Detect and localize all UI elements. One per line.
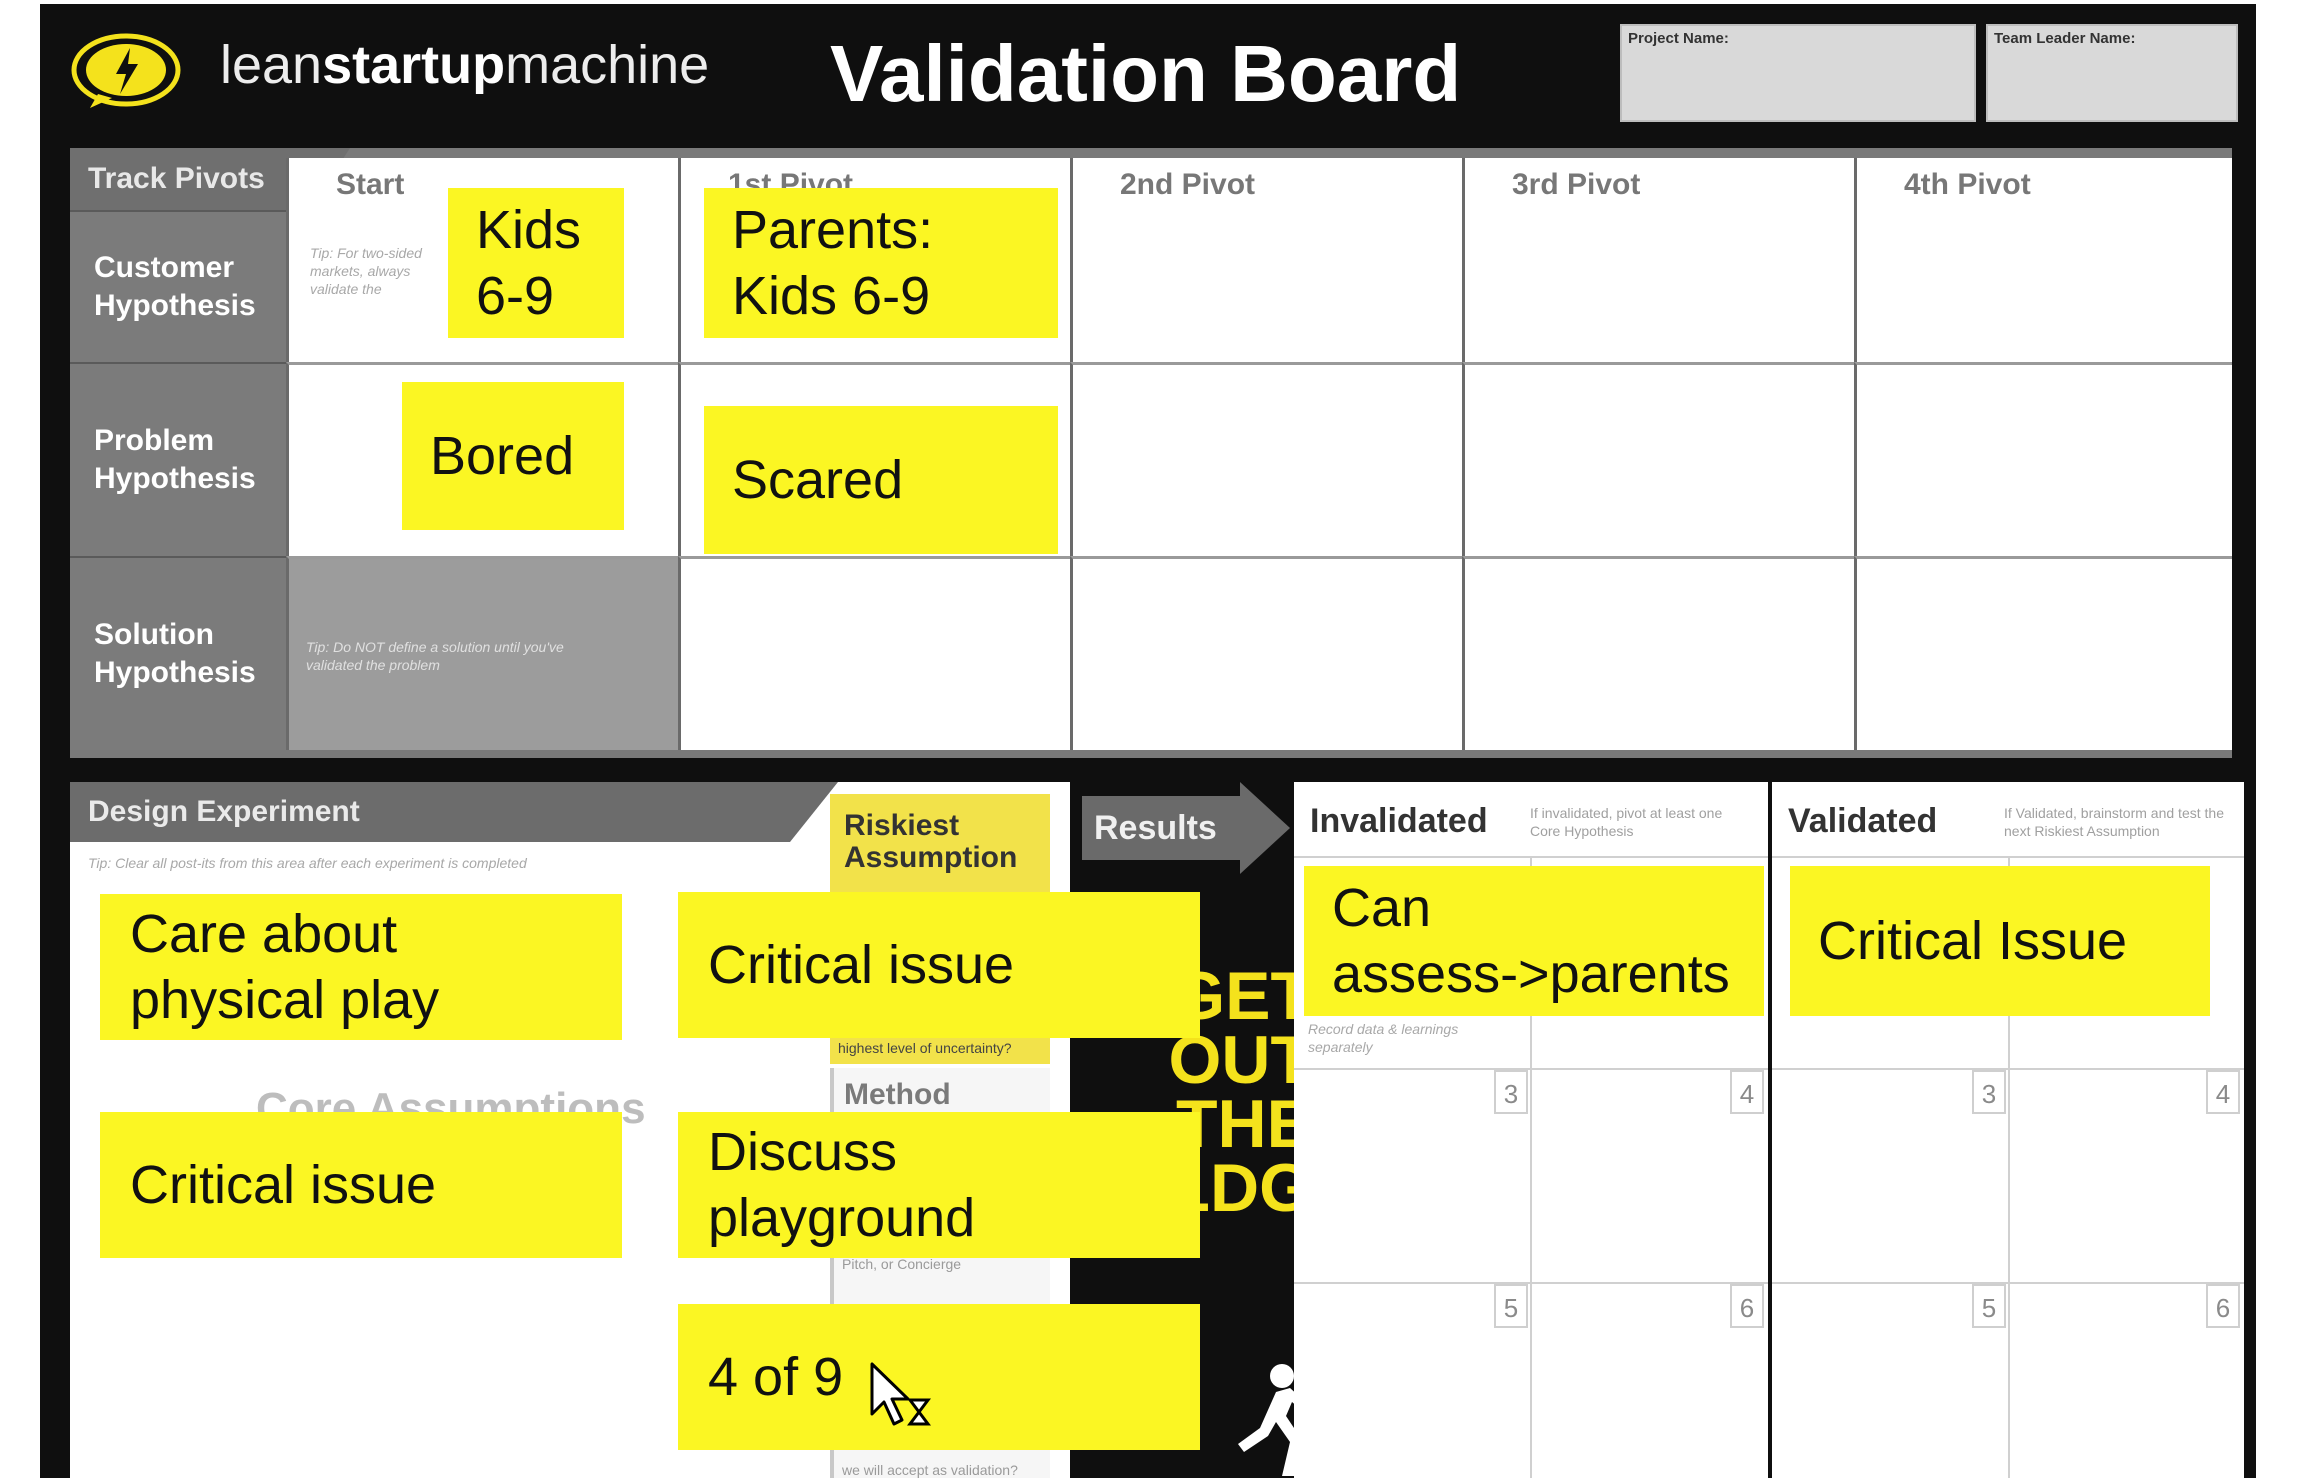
page-title: Validation Board: [830, 29, 1462, 118]
cell-customer-pivot4[interactable]: [1854, 158, 2232, 362]
board-header: leanstartupmachine Validation Board Proj…: [40, 4, 2256, 144]
validated-tip: If Validated, brainstorm and test the ne…: [2004, 805, 2224, 839]
row-solution-hypothesis: Solution Hypothesis: [70, 556, 286, 750]
sticky-can-assess-text: Can assess->parents: [1332, 878, 1730, 1004]
row-customer-hypothesis: Customer Hypothesis: [70, 210, 286, 362]
sticky-can-assess[interactable]: Can assess->parents: [1304, 866, 1764, 1016]
criterion-hint: we will accept as validation?: [842, 1462, 1018, 1478]
track-pivots-grid: Track Pivots Start 1st Pivot 2nd Pivot 3…: [70, 148, 2232, 758]
get-out-of-building-text: GET OUT THE BLDG: [1119, 958, 1312, 1226]
sticky-critical-left-text: Critical issue: [130, 1155, 437, 1215]
record-hint: Record data & learnings separately: [1308, 1021, 1459, 1055]
tip-design: Tip: Clear all post-its from this area a…: [88, 855, 527, 871]
sticky-bored-text: Bored: [430, 426, 575, 486]
results-label: Results: [1082, 796, 1240, 860]
sticky-scared[interactable]: Scared: [704, 406, 1058, 554]
sticky-critical-validated-text: Critical Issue: [1818, 911, 2128, 971]
cell-customer-pivot2[interactable]: [1070, 158, 1462, 362]
sticky-discuss-text: Discuss playground: [708, 1122, 976, 1248]
cell-solution-start[interactable]: [286, 556, 678, 750]
riskiest-assumption-label: Riskiest Assumption: [844, 809, 1018, 874]
cell-problem-pivot3[interactable]: [1462, 362, 1854, 556]
slot-number-3: 3: [1494, 1070, 1528, 1114]
cell-solution-pivot4[interactable]: [1854, 556, 2232, 750]
sticky-progress-text: 4 of 9: [708, 1347, 844, 1407]
brand-part-startup: startup: [322, 35, 506, 95]
slot-number-5: 5: [1972, 1284, 2006, 1328]
grid-line: [2008, 856, 2010, 1478]
brand-part-lean: lean: [220, 35, 323, 95]
team-leader-field[interactable]: Team Leader Name:: [1986, 24, 2238, 122]
slot-number-6: 6: [2206, 1284, 2240, 1328]
tip-solution: Tip: Do NOT define a solution until you'…: [306, 639, 564, 673]
slot-number-4: 4: [1730, 1070, 1764, 1114]
column-pivot4: 4th Pivot: [1904, 168, 2031, 201]
cell-solution-pivot1[interactable]: [678, 556, 1070, 750]
team-leader-label: Team Leader Name:: [1994, 30, 2136, 47]
method-label: Method: [844, 1078, 951, 1111]
column-pivot3: 3rd Pivot: [1512, 168, 1641, 201]
sticky-kids-text: Kids 6-9: [476, 200, 582, 326]
sticky-progress[interactable]: 4 of 9: [678, 1304, 1200, 1450]
slot-number-4: 4: [2206, 1070, 2240, 1114]
sticky-parents-text: Parents: Kids 6-9: [732, 200, 934, 326]
cell-problem-pivot2[interactable]: [1070, 362, 1462, 556]
sticky-critical-issue-validated[interactable]: Critical Issue: [1790, 866, 2210, 1016]
cell-solution-pivot2[interactable]: [1070, 556, 1462, 750]
sticky-kids[interactable]: Kids 6-9: [448, 188, 624, 338]
cell-solution-pivot3[interactable]: [1462, 556, 1854, 750]
sticky-critical-issue-left[interactable]: Critical issue: [100, 1112, 622, 1258]
slot-number-6: 6: [1730, 1284, 1764, 1328]
riskiest-question: highest level of uncertainty?: [838, 1040, 1012, 1056]
sticky-bored[interactable]: Bored: [402, 382, 624, 530]
cell-customer-pivot3[interactable]: [1462, 158, 1854, 362]
sticky-critical-mid-text: Critical issue: [708, 935, 1015, 995]
cursor-busy-icon: [870, 1362, 931, 1426]
sticky-scared-text: Scared: [732, 450, 904, 510]
project-name-label: Project Name:: [1628, 30, 1729, 47]
row-problem-hypothesis: Problem Hypothesis: [70, 362, 286, 556]
brand-part-machine: machine: [505, 35, 710, 95]
cell-problem-pivot4[interactable]: [1854, 362, 2232, 556]
lightning-bubble-icon: [71, 33, 181, 108]
project-name-field[interactable]: Project Name:: [1620, 24, 1976, 122]
sticky-care-text: Care about physical play: [130, 904, 440, 1030]
method-hint: Pitch, or Concierge: [842, 1256, 962, 1272]
sticky-critical-issue-mid[interactable]: Critical issue: [678, 892, 1200, 1038]
invalidated-heading: Invalidated: [1310, 802, 1488, 840]
design-experiment-tab: Design Experiment: [70, 782, 790, 842]
sticky-care-physical-play[interactable]: Care about physical play: [100, 894, 622, 1040]
results-arrow-icon: [1240, 782, 1290, 874]
brand-wordmark: leanstartupmachine: [220, 34, 709, 96]
running-man-icon: [1238, 1364, 1310, 1476]
invalidated-tip: If invalidated, pivot at least one Core …: [1530, 805, 1723, 839]
grid-line: [1530, 856, 1532, 1478]
column-start: Start: [336, 168, 405, 201]
slot-number-3: 3: [1972, 1070, 2006, 1114]
tip-customer: Tip: For two-sided markets, always valid…: [310, 245, 422, 297]
slot-number-5: 5: [1494, 1284, 1528, 1328]
sticky-parents[interactable]: Parents: Kids 6-9: [704, 188, 1058, 338]
column-pivot2: 2nd Pivot: [1120, 168, 1256, 201]
validated-heading: Validated: [1788, 802, 1938, 840]
track-pivots-tab: Track Pivots: [70, 148, 310, 210]
sticky-discuss-playground[interactable]: Discuss playground: [678, 1112, 1200, 1258]
